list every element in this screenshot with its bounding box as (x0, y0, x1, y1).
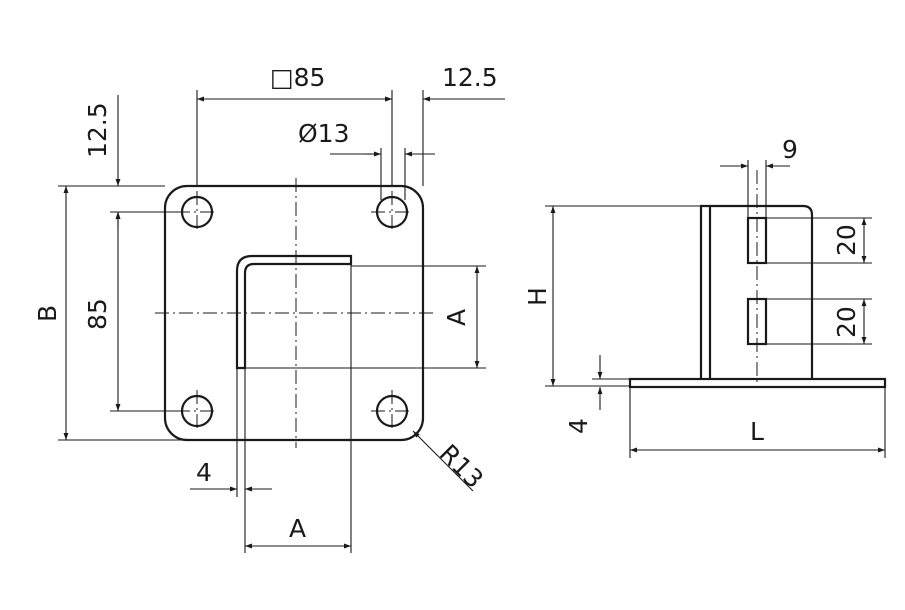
dim-wall-thickness: 4 (190, 368, 272, 497)
l-profile-post (235, 254, 353, 370)
mounting-hole-bottom-left (176, 390, 218, 432)
dim-slot-length-upper-label: 20 (832, 224, 861, 256)
side-base-plate (628, 377, 887, 389)
dim-side-thickness: 9 (720, 135, 798, 218)
dim-edge-offset-right: 12.5 (375, 63, 505, 186)
dim-corner-radius: R13 (412, 430, 489, 494)
top-view: □85 12.5 Ø13 12.5 (33, 63, 505, 553)
dim-length: L (629, 387, 886, 458)
side-post-outline (699, 204, 814, 379)
dim-plate-height: B (33, 185, 190, 441)
dim-hole-diameter-label: Ø13 (298, 119, 350, 148)
dim-length-label: L (750, 417, 764, 446)
dim-edge-offset-top-label: 12.5 (83, 102, 112, 158)
mounting-hole-top-right (371, 191, 413, 233)
dim-hole-spacing: 85 (83, 212, 180, 412)
dim-corner-radius-label: R13 (434, 439, 489, 494)
dim-base-thickness: 4 (564, 355, 630, 434)
dim-slot-length-lower-label: 20 (832, 306, 861, 338)
dim-edge-offset-top: 12.5 (83, 95, 180, 228)
dim-hole-diameter: Ø13 (298, 119, 435, 200)
dim-height-label: H (523, 287, 552, 306)
dim-height: H (523, 205, 701, 387)
dim-post-width-label: A (289, 514, 306, 543)
dim-side-thickness-label: 9 (782, 135, 798, 164)
dim-plate-height-label: B (33, 305, 62, 322)
dim-square-size: □85 (196, 63, 393, 186)
dim-post-width: A (244, 264, 352, 553)
dim-wall-thickness-label: 4 (196, 458, 212, 487)
dim-slot-length-upper: 20 (766, 217, 872, 264)
dim-post-depth-label: A (442, 309, 471, 326)
dim-square-size-label: □85 (270, 63, 325, 92)
side-view: 9 20 20 H 4 (523, 135, 887, 458)
dim-slot-length-lower: 20 (766, 298, 872, 345)
dim-base-thickness-label: 4 (564, 418, 593, 434)
mounting-hole-top-left (176, 191, 218, 233)
dim-edge-offset-right-label: 12.5 (442, 63, 498, 92)
dim-hole-spacing-label: 85 (83, 298, 112, 330)
dim-post-depth: A (245, 265, 486, 369)
mounting-hole-bottom-right (371, 390, 413, 432)
